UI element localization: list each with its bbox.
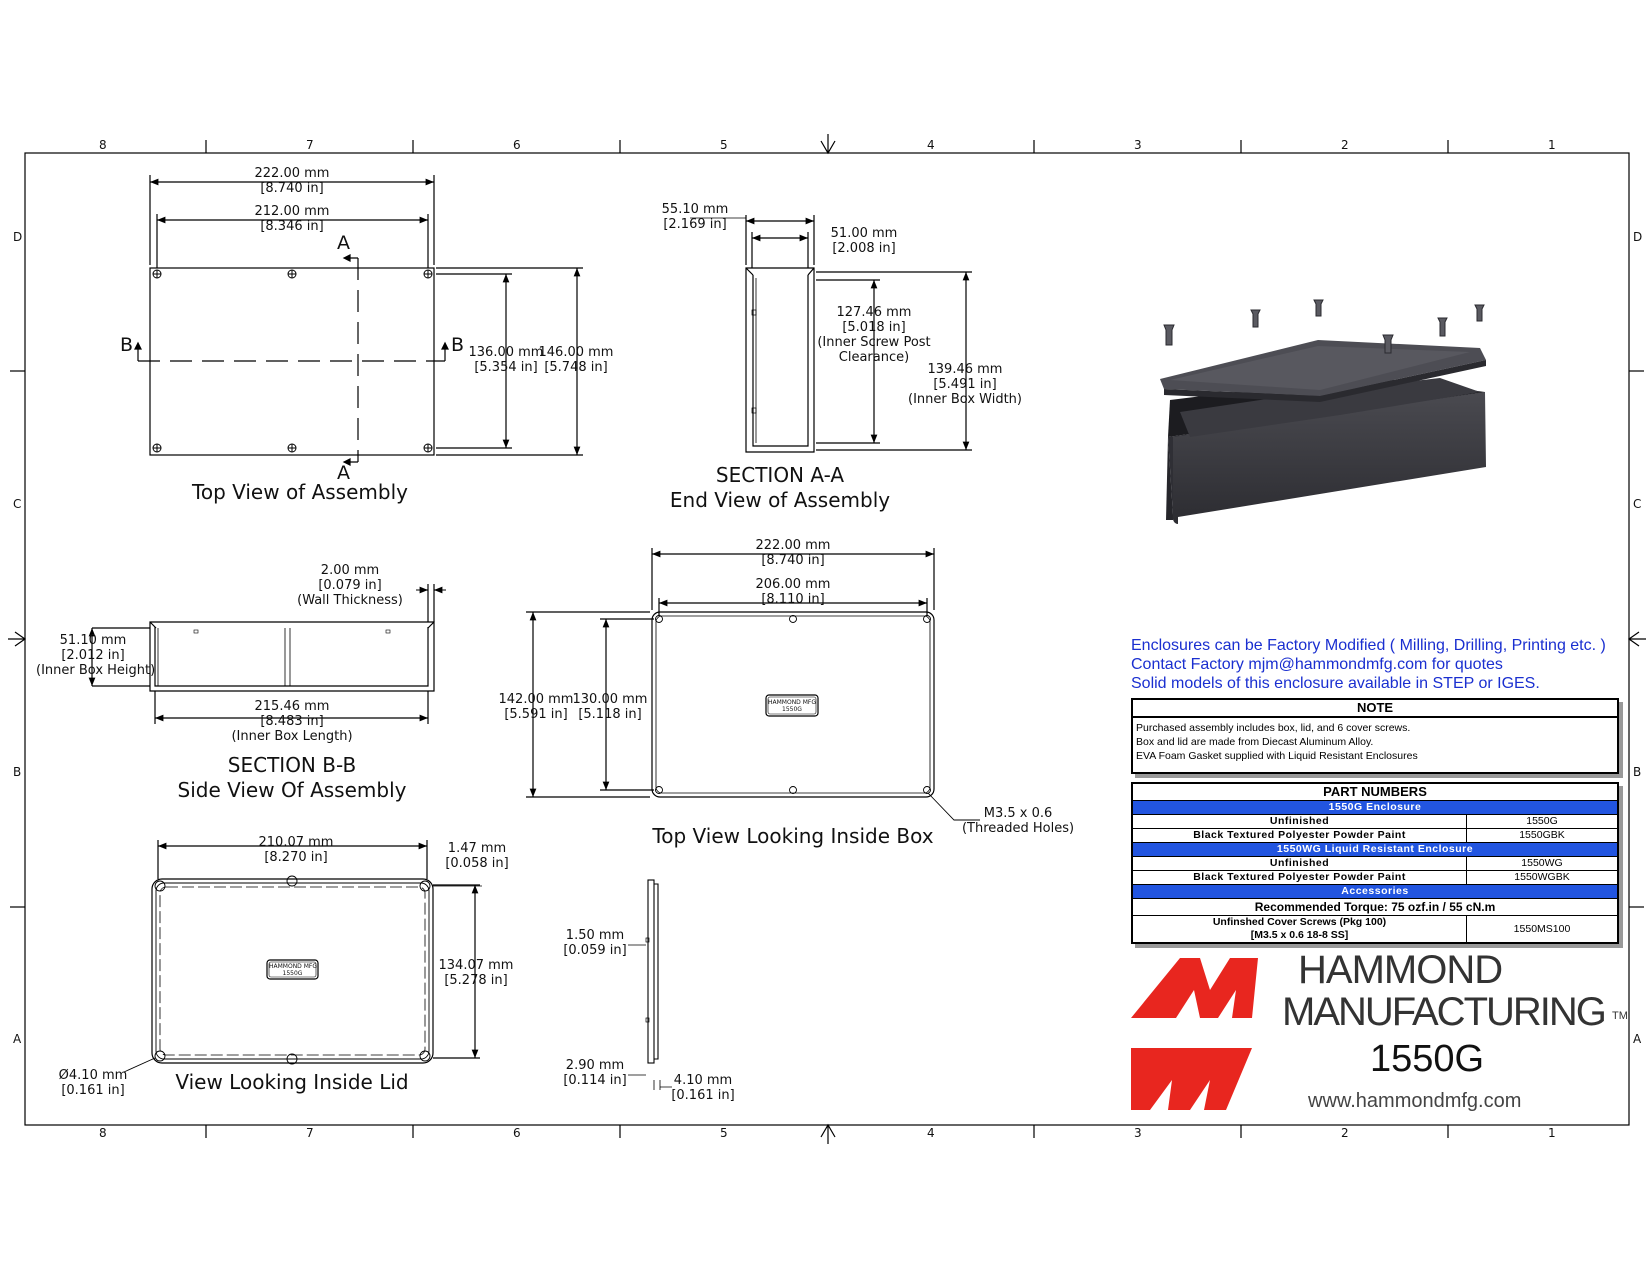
dim-top-width-inner: 212.00 mm[8.346 in] bbox=[254, 204, 330, 234]
website-url: www.hammondmfg.com bbox=[1308, 1090, 1522, 1112]
zone-col-5-bottom: 5 bbox=[720, 1126, 728, 1140]
title-inside-box: Top View Looking Inside Box bbox=[652, 824, 934, 848]
zone-col-2: 2 bbox=[1341, 138, 1349, 152]
parts-group-1550g: 1550G Enclosure bbox=[1133, 801, 1617, 815]
dim-bb-inner-height: 51.10 mm[2.012 in](Inner Box Height) bbox=[36, 633, 156, 678]
zone-col-5: 5 bbox=[720, 138, 728, 152]
note-header: NOTE bbox=[1133, 700, 1617, 718]
info-line-modify: Enclosures can be Factory Modified ( Mil… bbox=[1131, 637, 1606, 654]
zone-row-b: B bbox=[13, 765, 22, 779]
parts-header: PART NUMBERS bbox=[1133, 784, 1617, 801]
dim-lid-side-t1: 1.50 mm[0.059 in] bbox=[563, 928, 627, 958]
dim-lid-side-t2: 2.90 mm[0.114 in] bbox=[563, 1058, 627, 1088]
model-number: 1550G bbox=[1370, 1038, 1485, 1080]
zone-col-1-bottom: 1 bbox=[1548, 1126, 1556, 1140]
zone-col-4: 4 bbox=[927, 138, 935, 152]
info-line-models: Solid models of this enclosure available… bbox=[1131, 675, 1540, 692]
zone-row-c: C bbox=[13, 497, 22, 511]
info-line-contact: Contact Factory mjm@hammondmfg.com for q… bbox=[1131, 656, 1503, 673]
dim-box-height-inner: 130.00 mm[5.118 in] bbox=[572, 692, 648, 722]
dim-box-width-inner: 206.00 mm[8.110 in] bbox=[755, 577, 831, 607]
zone-row-d: D bbox=[13, 230, 23, 244]
zone-col-8: 8 bbox=[99, 138, 107, 152]
zone-col-2-bottom: 2 bbox=[1341, 1126, 1349, 1140]
dim-box-height-outer: 142.00 mm[5.591 in] bbox=[498, 692, 574, 722]
dim-lid-side-t3: 4.10 mm[0.161 in] bbox=[671, 1073, 735, 1103]
dim-lid-hole: Ø4.10 mm[0.161 in] bbox=[58, 1068, 128, 1098]
dim-lid-height: 134.07 mm[5.278 in] bbox=[438, 958, 514, 988]
dim-box-width-outer: 222.00 mm[8.740 in] bbox=[755, 538, 831, 568]
dim-top-width-outer: 222.00 mm[8.740 in] bbox=[254, 166, 330, 196]
note-line-1: Purchased assembly includes box, lid, an… bbox=[1136, 722, 1411, 734]
top-view-assembly bbox=[134, 175, 583, 466]
zone-row-c-right: C bbox=[1633, 497, 1642, 511]
lid-side-drawing bbox=[628, 879, 672, 1090]
sheet-frame bbox=[8, 134, 1646, 1144]
zone-col-6-bottom: 6 bbox=[513, 1126, 521, 1140]
zone-col-6: 6 bbox=[513, 138, 521, 152]
note-line-3: EVA Foam Gasket supplied with Liquid Res… bbox=[1136, 750, 1418, 762]
dim-aa-inner-height: 51.00 mm[2.008 in] bbox=[830, 226, 898, 256]
zone-col-4-bottom: 4 bbox=[927, 1126, 935, 1140]
logo-manufacturing: MANUFACTURING bbox=[1282, 990, 1607, 1034]
dim-aa-outer-height: 55.10 mm[2.169 in] bbox=[661, 202, 729, 232]
dim-lid-width: 210.07 mm[8.270 in] bbox=[258, 835, 334, 865]
table-row: Unfinshed Cover Screws (Pkg 100)[M3.5 x … bbox=[1133, 916, 1617, 942]
dim-box-threads: M3.5 x 0.6(Threaded Holes) bbox=[961, 806, 1075, 836]
section-bb-drawing bbox=[88, 584, 446, 724]
zone-row-d-right: D bbox=[1633, 230, 1643, 244]
logo-tm: TM bbox=[1612, 1010, 1628, 1022]
title-inside-lid: View Looking Inside Lid bbox=[175, 1070, 409, 1094]
section-b-marker-left: B bbox=[120, 334, 134, 356]
zone-row-b-right: B bbox=[1633, 765, 1642, 779]
title-top-view: Top View of Assembly bbox=[192, 480, 408, 504]
zone-col-1: 1 bbox=[1548, 138, 1556, 152]
zone-col-3-bottom: 3 bbox=[1134, 1126, 1142, 1140]
dim-top-height-outer: 146.00 mm[5.748 in] bbox=[538, 345, 614, 375]
inside-lid-drawing bbox=[123, 840, 482, 1073]
note-box: NOTE Purchased assembly includes box, li… bbox=[1131, 698, 1619, 774]
parts-group-1550wg: 1550WG Liquid Resistant Enclosure bbox=[1133, 843, 1617, 857]
inside-box-drawing bbox=[526, 548, 980, 821]
zone-col-3: 3 bbox=[1134, 138, 1142, 152]
zone-row-a: A bbox=[13, 1032, 22, 1046]
dim-lid-lip: 1.47 mm[0.058 in] bbox=[445, 841, 509, 871]
zone-col-8-bottom: 8 bbox=[99, 1126, 107, 1140]
enclosure-3d-render bbox=[1160, 299, 1486, 524]
dim-bb-inner-length: 215.46 mm[8.483 in](Inner Box Length) bbox=[231, 699, 353, 744]
dim-bb-wall: 2.00 mm[0.079 in](Wall Thickness) bbox=[297, 563, 403, 608]
dim-top-height-inner: 136.00 mm[5.354 in] bbox=[468, 345, 544, 375]
logo-hammond: HAMMOND bbox=[1298, 948, 1503, 992]
parts-group-accessories: Accessories bbox=[1133, 885, 1617, 899]
section-a-marker-top: A bbox=[337, 232, 350, 254]
hammond-logo-mark bbox=[1131, 958, 1258, 1110]
section-b-marker-right: B bbox=[451, 334, 465, 356]
dim-aa-inner-width: 139.46 mm[5.491 in](Inner Box Width) bbox=[908, 362, 1022, 407]
zone-row-a-right: A bbox=[1633, 1032, 1642, 1046]
section-a-marker-bottom: A bbox=[337, 462, 350, 484]
zone-col-7-bottom: 7 bbox=[306, 1126, 314, 1140]
zone-col-7: 7 bbox=[306, 138, 314, 152]
note-line-2: Box and lid are made from Diecast Alumin… bbox=[1136, 736, 1374, 748]
section-aa-drawing bbox=[690, 215, 972, 453]
parts-torque: Recommended Torque: 75 ozf.in / 55 cN.m bbox=[1133, 899, 1617, 916]
